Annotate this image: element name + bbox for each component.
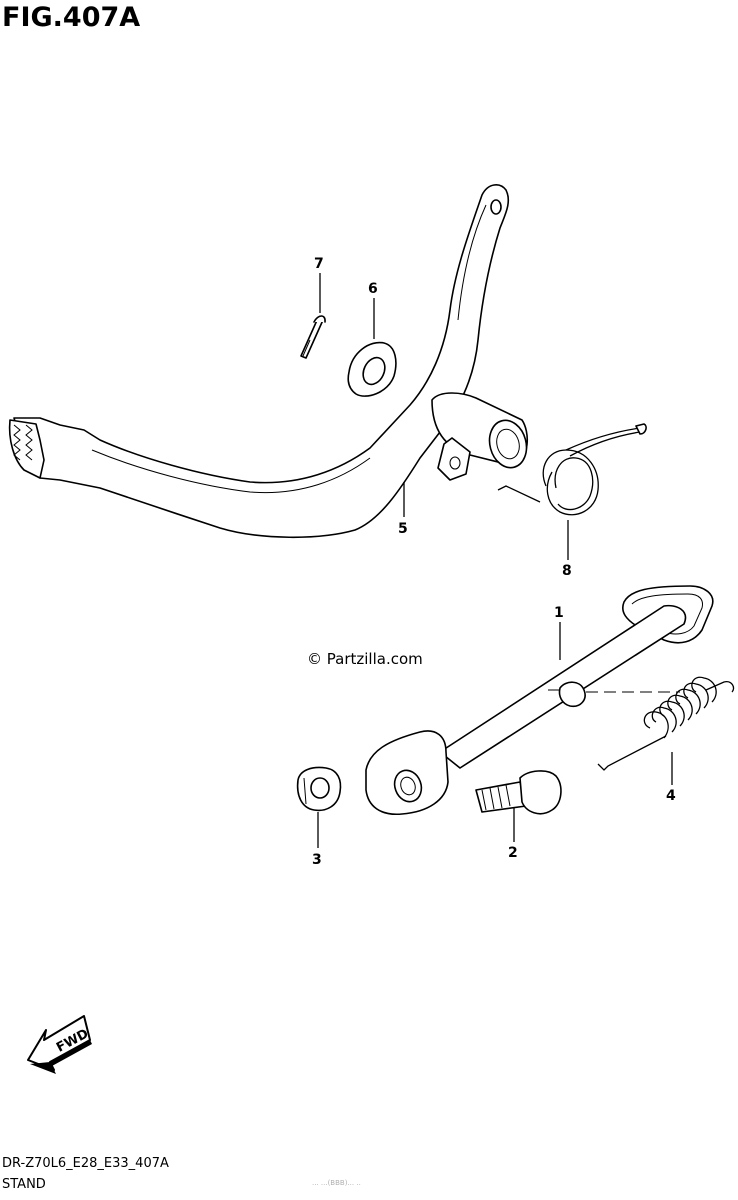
- part-cotter-pin: [300, 315, 326, 359]
- callout-8: 8: [562, 563, 572, 579]
- figure-title: FIG.407A: [2, 2, 141, 33]
- callout-6: 6: [368, 281, 378, 297]
- part-brake-pedal: [8, 184, 529, 539]
- part-side-stand: [365, 585, 714, 815]
- part-nut: [296, 766, 342, 812]
- part-stand-spring: [597, 676, 735, 771]
- callout-4: 4: [666, 788, 676, 804]
- callout-1: 1: [554, 605, 564, 621]
- watermark: © Partzilla.com: [307, 650, 423, 668]
- callout-5: 5: [398, 521, 408, 537]
- callout-3: 3: [312, 852, 322, 868]
- part-pedal-return-spring: [497, 423, 647, 516]
- fwd-arrow-icon: FWD: [27, 1015, 92, 1074]
- faint-footer-text: ... ...(BBB)... ..: [312, 1179, 361, 1187]
- figure-subtitle: STAND: [2, 1177, 46, 1192]
- part-stand-bolt: [475, 770, 562, 815]
- part-washer: [347, 341, 397, 397]
- callout-7: 7: [314, 256, 324, 272]
- figure-code: DR-Z70L6_E28_E33_407A: [2, 1156, 169, 1171]
- callout-2: 2: [508, 845, 518, 861]
